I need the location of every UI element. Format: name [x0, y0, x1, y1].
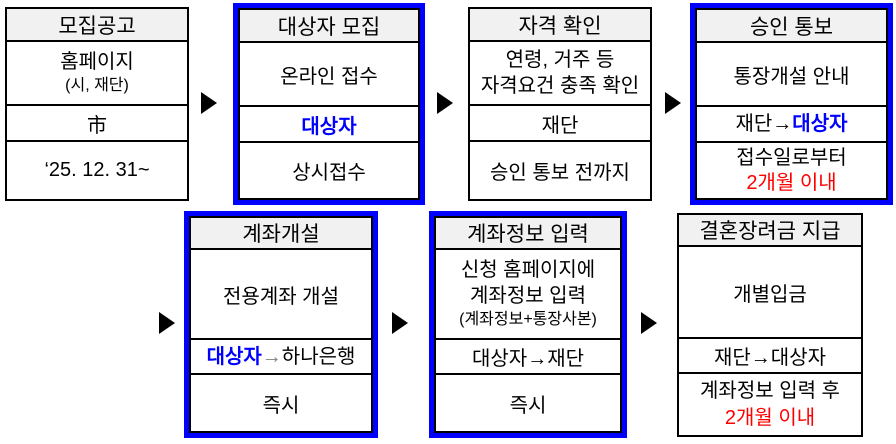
step-account-opening-box: 계좌개설 전용계좌 개설 대상자→하나은행 즉시 — [189, 216, 373, 433]
step-payment-box: 결혼장려금 지급 개별입금 재단→대상자 계좌정보 입력 후 2개월 이내 — [677, 213, 863, 437]
timing-deadline: 2개월 이내 — [746, 171, 837, 194]
step-account-opening-frame: 계좌개설 전용계좌 개설 대상자→하나은행 즉시 — [184, 211, 378, 438]
step-approval-frame: 승인 통보 통장개설 안내 재단→대상자 접수일로부터 2개월 이내 — [690, 3, 893, 205]
step-approval-method: 통장개설 안내 — [733, 65, 850, 88]
step-account-info-frame: 계좌정보 입력 신청 홈페이지에 계좌정보 입력 (계좌정보+통장사본) 대상자… — [429, 211, 627, 438]
actor-to: 하나은행 — [281, 345, 356, 368]
step-eligibility-title: 자격 확인 — [470, 9, 650, 42]
flow-arrow-icon — [159, 312, 175, 334]
step-announcement-method: 홈페이지 (시, 재단) — [7, 42, 187, 104]
step-approval-title: 승인 통보 — [697, 10, 886, 43]
step-payment-timing: 계좌정보 입력 후 2개월 이내 — [679, 372, 861, 435]
step-eligibility-box: 자격 확인 연령, 거주 등 자격요건 충족 확인 재단 승인 통보 전까지 — [468, 7, 652, 201]
method-text: 계좌정보 입력 — [470, 285, 586, 307]
flow-arrow-icon — [641, 312, 657, 334]
method-text: 자격요건 충족 확인 — [480, 75, 640, 97]
flow-arrow-icon — [201, 92, 217, 114]
step-account-info-box: 계좌정보 입력 신청 홈페이지에 계좌정보 입력 (계좌정보+통장사본) 대상자… — [434, 216, 622, 433]
method-text: 연령, 거주 등 — [505, 49, 615, 71]
step-approval-box: 승인 통보 통장개설 안내 재단→대상자 접수일로부터 2개월 이내 — [695, 8, 888, 200]
step-announcement-title: 모집공고 — [7, 9, 187, 42]
step-eligibility-actor: 재단 — [470, 104, 650, 140]
step-announcement-actor: 市 — [7, 104, 187, 140]
method-text: 신청 홈페이지에 — [460, 259, 596, 281]
step-account-info-title: 계좌정보 입력 — [436, 218, 620, 250]
step-approval-timing: 접수일로부터 2개월 이내 — [697, 141, 886, 198]
method-subtext: (시, 재단) — [65, 77, 129, 94]
step-approval-actor: 재단→대상자 — [697, 105, 886, 141]
flow-arrow-icon — [392, 312, 408, 334]
flow-arrow-icon — [437, 92, 453, 114]
step-announcement-timing: ‘25. 12. 31~ — [7, 140, 187, 199]
step-payment-actor: 재단→대상자 — [679, 337, 861, 372]
timing-text: 접수일로부터 — [736, 146, 847, 169]
step-recruitment-actor: 대상자 — [240, 105, 418, 141]
step-account-opening-title: 계좌개설 — [191, 218, 371, 250]
step-account-opening-actor: 대상자→하나은행 — [191, 338, 371, 373]
step-account-opening-method: 전용계좌 개설 — [223, 285, 339, 308]
step-recruitment-frame: 대상자 모집 온라인 접수 대상자 상시접수 — [233, 3, 425, 205]
method-text: 홈페이지 — [60, 51, 134, 73]
step-recruitment-timing: 상시접수 — [240, 141, 418, 198]
step-eligibility-method: 연령, 거주 등 자격요건 충족 확인 — [470, 42, 650, 104]
step-payment-method: 개별입금 — [733, 283, 807, 306]
step-account-info-method: 신청 홈페이지에 계좌정보 입력 (계좌정보+통장사본) — [436, 250, 620, 338]
step-eligibility-timing: 승인 통보 전까지 — [470, 140, 650, 199]
timing-text: 계좌정보 입력 후 — [700, 379, 840, 402]
method-subtext: (계좌정보+통장사본) — [459, 311, 597, 328]
step-payment-title: 결혼장려금 지급 — [679, 215, 861, 247]
flow-arrow-icon — [665, 92, 681, 114]
step-account-info-timing: 즉시 — [436, 373, 620, 431]
actor-to: 대상자 — [792, 113, 848, 135]
arrow-glyph: → — [261, 345, 282, 368]
step-announcement-box: 모집공고 홈페이지 (시, 재단) 市 ‘25. 12. 31~ — [5, 7, 189, 201]
step-account-info-actor: 대상자→재단 — [436, 338, 620, 373]
step-recruitment-title: 대상자 모집 — [240, 10, 418, 43]
actor-from: 대상자 — [206, 345, 262, 368]
actor-from: 재단→ — [735, 113, 793, 135]
step-account-opening-timing: 즉시 — [191, 373, 371, 431]
timing-deadline: 2개월 이내 — [724, 406, 816, 429]
step-recruitment-box: 대상자 모집 온라인 접수 대상자 상시접수 — [238, 8, 420, 200]
step-recruitment-method: 온라인 접수 — [280, 65, 378, 88]
